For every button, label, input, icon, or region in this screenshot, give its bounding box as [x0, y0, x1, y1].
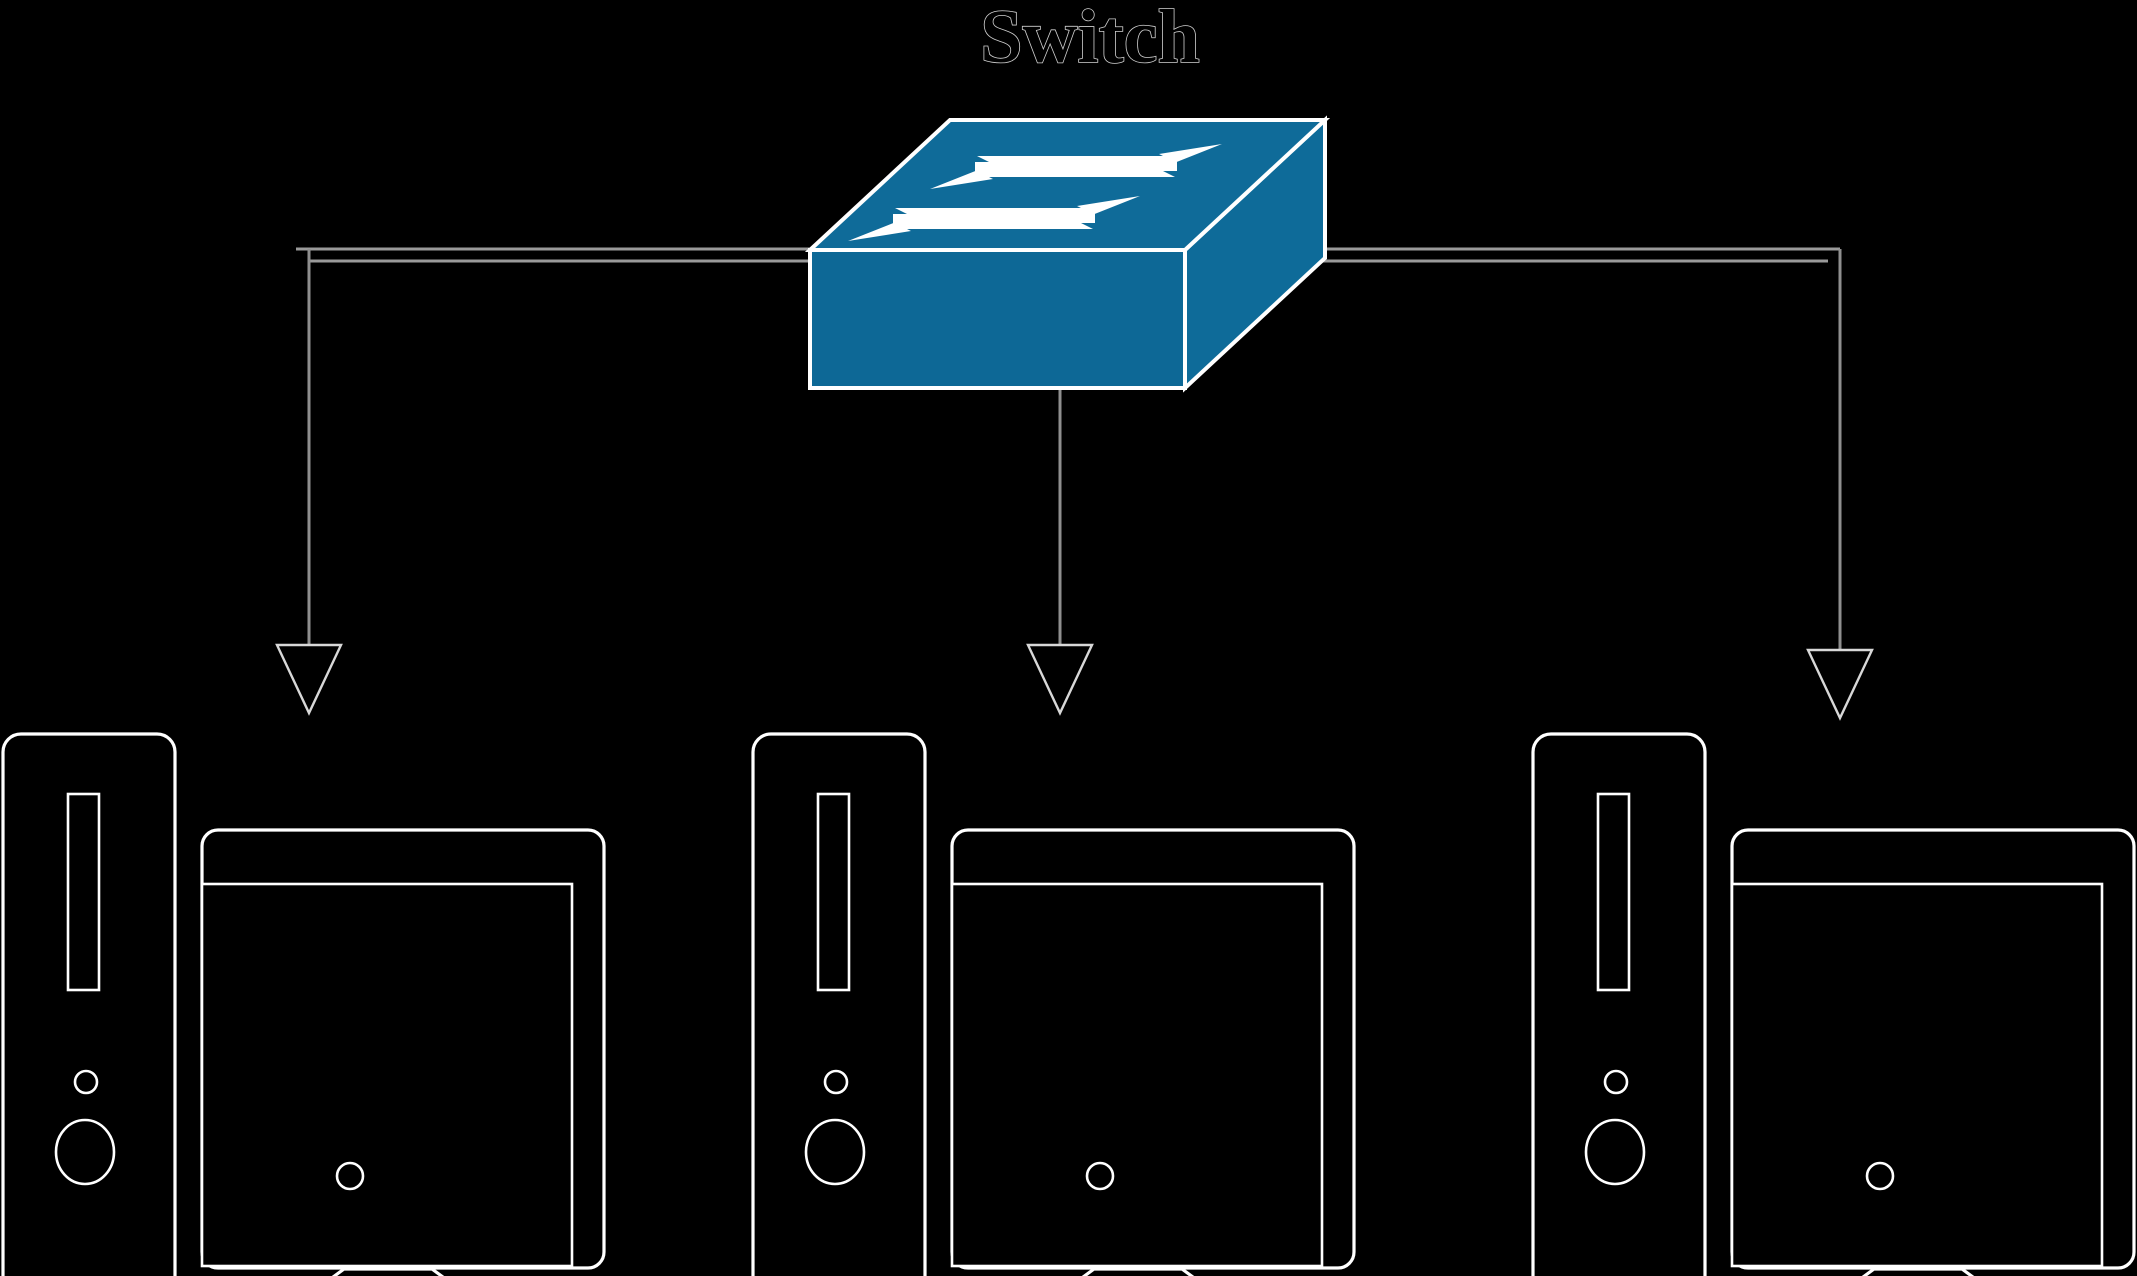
switch-arrow-left-lower	[848, 208, 1095, 241]
computer-1-drive-slot-icon	[66, 792, 101, 992]
computer-3-monitor-stand	[1861, 1267, 1975, 1276]
computer-2-drive-slot-icon	[816, 792, 851, 992]
computer-1-status-led-icon	[73, 1069, 99, 1095]
computer-1-tower[interactable]	[1, 732, 177, 1276]
computer-1-power-button[interactable]	[54, 1118, 116, 1186]
computer-2-status-led-icon	[823, 1069, 849, 1095]
computer-3-status-led-icon	[1603, 1069, 1629, 1095]
computer-1-monitor-stand	[331, 1267, 445, 1276]
computer-3-tower[interactable]	[1531, 732, 1707, 1276]
computer-2[interactable]	[751, 732, 1356, 1276]
computer-1[interactable]	[1, 732, 606, 1276]
computer-1-screen	[200, 882, 574, 1268]
connection-right-arrowhead	[1806, 648, 1874, 721]
connection-middle	[1026, 388, 1094, 716]
computer-3[interactable]	[1531, 732, 2136, 1276]
computer-2-power-button[interactable]	[804, 1118, 866, 1186]
switch-front-face	[808, 248, 1187, 390]
switch-arrow-left-upper	[930, 156, 1177, 189]
network-switch-icon[interactable]	[804, 115, 1331, 393]
computer-3-drive-slot-icon	[1596, 792, 1631, 992]
computer-2-monitor-stand	[1081, 1267, 1195, 1276]
connection-right	[1806, 249, 1874, 721]
computer-3-monitor-power-icon[interactable]	[1865, 1161, 1895, 1191]
computer-1-monitor-power-icon[interactable]	[335, 1161, 365, 1191]
computer-2-tower[interactable]	[751, 732, 927, 1276]
computer-3-power-button[interactable]	[1584, 1118, 1646, 1186]
connection-left	[275, 249, 343, 716]
computer-2-screen	[950, 882, 1324, 1268]
computer-icons	[1, 732, 2136, 1276]
connection-middle-arrowhead	[1026, 643, 1094, 716]
computer-3-screen	[1730, 882, 2104, 1268]
connection-lines	[275, 249, 1874, 721]
connection-left-arrowhead	[275, 643, 343, 716]
computer-2-monitor-power-icon[interactable]	[1085, 1161, 1115, 1191]
diagram-title: Switch	[980, 0, 1200, 79]
